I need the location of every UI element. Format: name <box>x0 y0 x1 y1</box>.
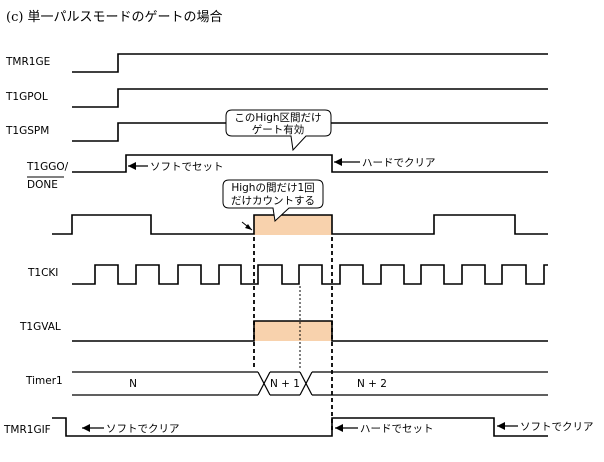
gate-count-highlight <box>254 215 332 235</box>
annotation-gif-soft-clear-1: ソフトでクリア <box>106 423 180 435</box>
wave-tmr1ge <box>72 53 548 73</box>
label-tmr1ge: TMR1GE <box>5 56 50 68</box>
diagram-title: (c) 単一パルスモードのゲートの場合 <box>6 9 223 25</box>
callout-count-line2: だけカウントする <box>231 195 315 207</box>
annotation-arrowheads <box>82 158 505 432</box>
label-timer1: Timer1 <box>25 375 63 387</box>
annotation-gif-soft-clear-2: ソフトでクリア <box>520 421 594 433</box>
timer1-value-n-plus-2: N + 2 <box>357 378 387 390</box>
callout-high-gate-line1: このHigh区間だけ <box>234 112 321 124</box>
wave-t1gspm <box>72 122 548 142</box>
callout-count-line1: Highの間だけ1回 <box>231 182 314 194</box>
label-done: DONE <box>27 179 58 191</box>
wave-t1gval <box>72 320 548 342</box>
t1gval-highlight <box>254 321 332 341</box>
guide-lines <box>253 237 333 430</box>
timer1-value-n-plus-1: N + 1 <box>270 378 300 390</box>
label-t1gval: T1GVAL <box>19 321 61 333</box>
timer1-bus <box>72 371 548 396</box>
label-tmr1gif: TMR1GIF <box>3 424 51 436</box>
callout-high-gate-line2: ゲート有効 <box>252 123 305 136</box>
annotation-gif-hard-set: ハードでセット <box>360 423 434 435</box>
callout-high-gate: このHigh区間だけ ゲート有効 <box>225 109 332 152</box>
label-t1ggo: T1GGO/ <box>26 161 69 173</box>
label-t1cki: T1CKI <box>27 267 58 279</box>
wave-t1ggo <box>72 154 548 173</box>
count-pointer-head <box>245 224 252 230</box>
wave-gate-input <box>52 214 548 235</box>
label-t1gpol: T1GPOL <box>5 91 48 103</box>
callout-count: Highの間だけ1回 だけカウントする <box>222 179 324 223</box>
annotation-t1ggo-hard-clear: ハードでクリア <box>362 157 436 169</box>
label-t1gspm: T1GSPM <box>5 125 49 137</box>
wave-t1cki <box>72 264 548 285</box>
wave-t1gpol <box>72 88 548 108</box>
timer1-value-n: N <box>129 378 137 390</box>
annotation-t1ggo-soft-set: ソフトでセット <box>150 161 224 173</box>
